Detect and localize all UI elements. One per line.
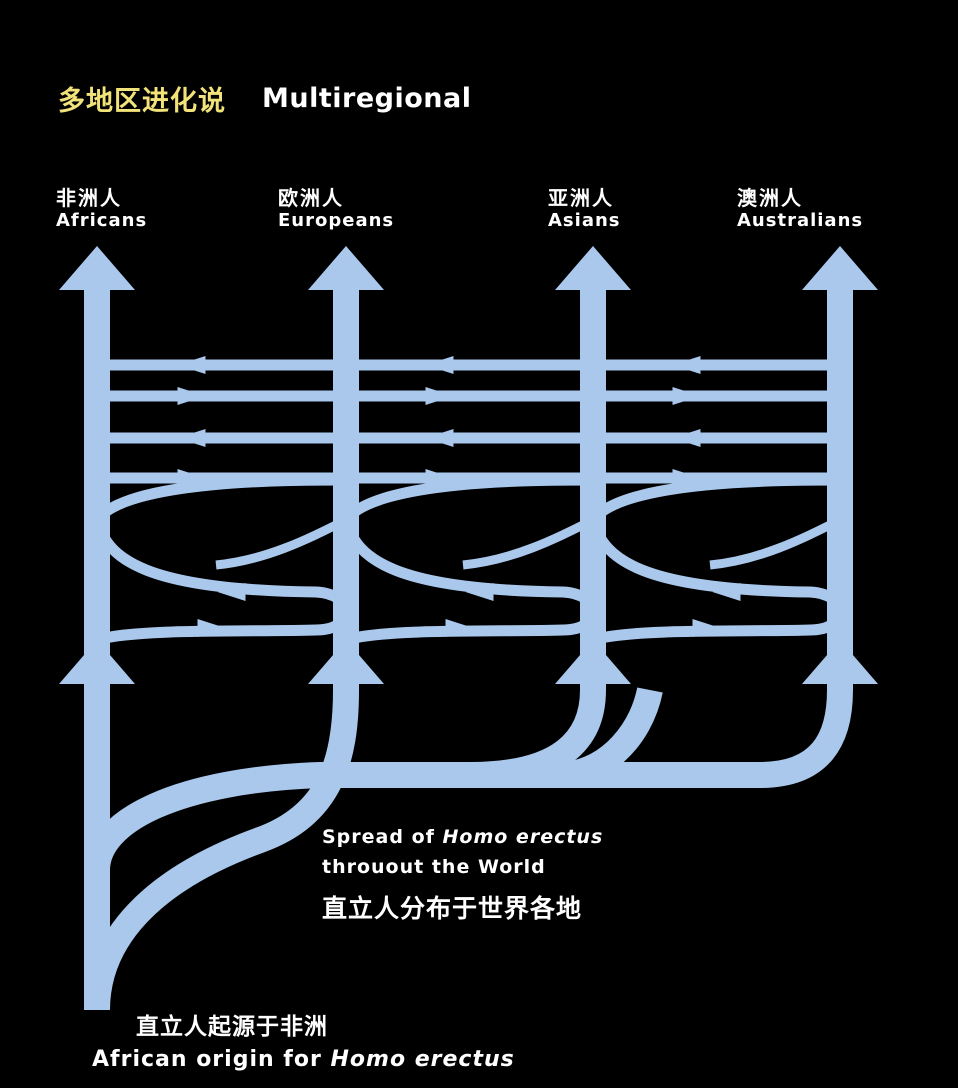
flow-loop-0-0 bbox=[96, 359, 358, 402]
branch-label-africans: 非洲人 Africans bbox=[56, 186, 147, 232]
spread-caption-species: Homo erectus bbox=[442, 826, 604, 848]
flow-arrow-right-2-1 bbox=[672, 469, 701, 487]
flow-arrow-right-1-0 bbox=[425, 387, 454, 405]
origin-caption-prefix: African origin for bbox=[92, 1047, 331, 1072]
europe-branch bbox=[84, 689, 359, 1011]
flow-arrow-hairpin-left-1 bbox=[465, 583, 494, 601]
flow-arrow-left-2-1 bbox=[672, 429, 701, 447]
origin-caption: 直立人起源于非洲 African origin for Homo erectus bbox=[92, 1010, 515, 1076]
flow-arrow-hairpin-right-0 bbox=[197, 619, 226, 637]
branch-australians-english: Australians bbox=[737, 210, 864, 231]
branch-label-australians: 澳洲人 Australians bbox=[737, 186, 863, 232]
flow-sweep-up-0 bbox=[92, 474, 347, 524]
flow-loop-2-0 bbox=[592, 359, 852, 402]
flow-arrow-left-0-0 bbox=[177, 356, 206, 374]
flow-tail-2 bbox=[709, 515, 843, 570]
flow-loop-2-1 bbox=[593, 432, 852, 484]
title-chinese: 多地区进化说 bbox=[58, 85, 226, 117]
branch-asians-english: Asians bbox=[548, 210, 621, 231]
flow-sweep-up-2 bbox=[588, 474, 841, 524]
flow-arrow-right-2-0 bbox=[672, 387, 701, 405]
spread-branch bbox=[84, 686, 663, 1010]
flow-arrow-hairpin-right-1 bbox=[445, 619, 474, 637]
flow-arrow-right-1-1 bbox=[425, 469, 454, 487]
title-english: Multiregional bbox=[262, 82, 472, 114]
spread-caption-chinese: 直立人分布于世界各地 bbox=[322, 894, 583, 923]
australia-branch bbox=[560, 689, 853, 788]
spread-caption-line2: throuout the World bbox=[322, 856, 546, 878]
branch-australians-chinese: 澳洲人 bbox=[737, 186, 803, 210]
arrowhead-top-australians bbox=[802, 246, 878, 290]
flow-tail-0 bbox=[215, 515, 349, 570]
flow-arrow-hairpin-right-2 bbox=[692, 619, 721, 637]
flow-arrow-left-2-0 bbox=[672, 356, 701, 374]
flow-sweep-up-1 bbox=[341, 474, 594, 524]
arrowhead-mid-europeans bbox=[308, 640, 384, 684]
spread-caption-prefix: Spread of bbox=[322, 826, 443, 848]
flow-arrow-hairpin-left-0 bbox=[217, 583, 246, 601]
arrowhead-top-asians bbox=[555, 246, 631, 290]
arrowhead-mid-africans bbox=[59, 640, 135, 684]
origin-caption-english: African origin for Homo erectus bbox=[92, 1044, 515, 1076]
branch-europeans-chinese: 欧洲人 bbox=[278, 186, 344, 210]
flow-arrow-left-1-0 bbox=[425, 356, 454, 374]
branch-europeans-english: Europeans bbox=[278, 210, 395, 231]
branch-asians-chinese: 亚洲人 bbox=[548, 186, 614, 210]
spread-caption-line1: Spread of Homo erectus bbox=[322, 822, 603, 852]
flow-arrow-left-1-1 bbox=[425, 429, 454, 447]
branch-africans-chinese: 非洲人 bbox=[56, 186, 122, 210]
flow-arrow-right-0-0 bbox=[177, 387, 206, 405]
title-block: 多地区进化说 Multiregional bbox=[58, 78, 471, 118]
flow-loop-1-1 bbox=[346, 432, 605, 484]
flow-loop-1-0 bbox=[345, 359, 605, 402]
spread-caption: Spread of Homo erectus throuout the Worl… bbox=[322, 822, 603, 930]
branch-label-asians: 亚洲人 Asians bbox=[548, 186, 621, 232]
flow-loop-0-1 bbox=[97, 432, 358, 484]
arrowhead-top-europeans bbox=[308, 246, 384, 290]
arrowhead-mid-asians bbox=[555, 640, 631, 684]
flow-arrow-left-0-1 bbox=[177, 429, 206, 447]
flow-arrow-right-0-1 bbox=[177, 469, 206, 487]
branch-africans-english: Africans bbox=[56, 210, 148, 231]
flow-arrow-hairpin-left-2 bbox=[712, 583, 741, 601]
flow-tail-1 bbox=[462, 515, 596, 570]
origin-caption-species: Homo erectus bbox=[330, 1047, 515, 1072]
arrowhead-top-africans bbox=[59, 246, 135, 290]
branch-label-europeans: 欧洲人 Europeans bbox=[278, 186, 394, 232]
asia-branch bbox=[469, 689, 606, 788]
origin-caption-chinese: 直立人起源于非洲 bbox=[136, 1014, 328, 1040]
lineage-arrowheads bbox=[59, 246, 878, 684]
arrowhead-mid-australians bbox=[802, 640, 878, 684]
lineage-trunks bbox=[84, 290, 853, 1011]
